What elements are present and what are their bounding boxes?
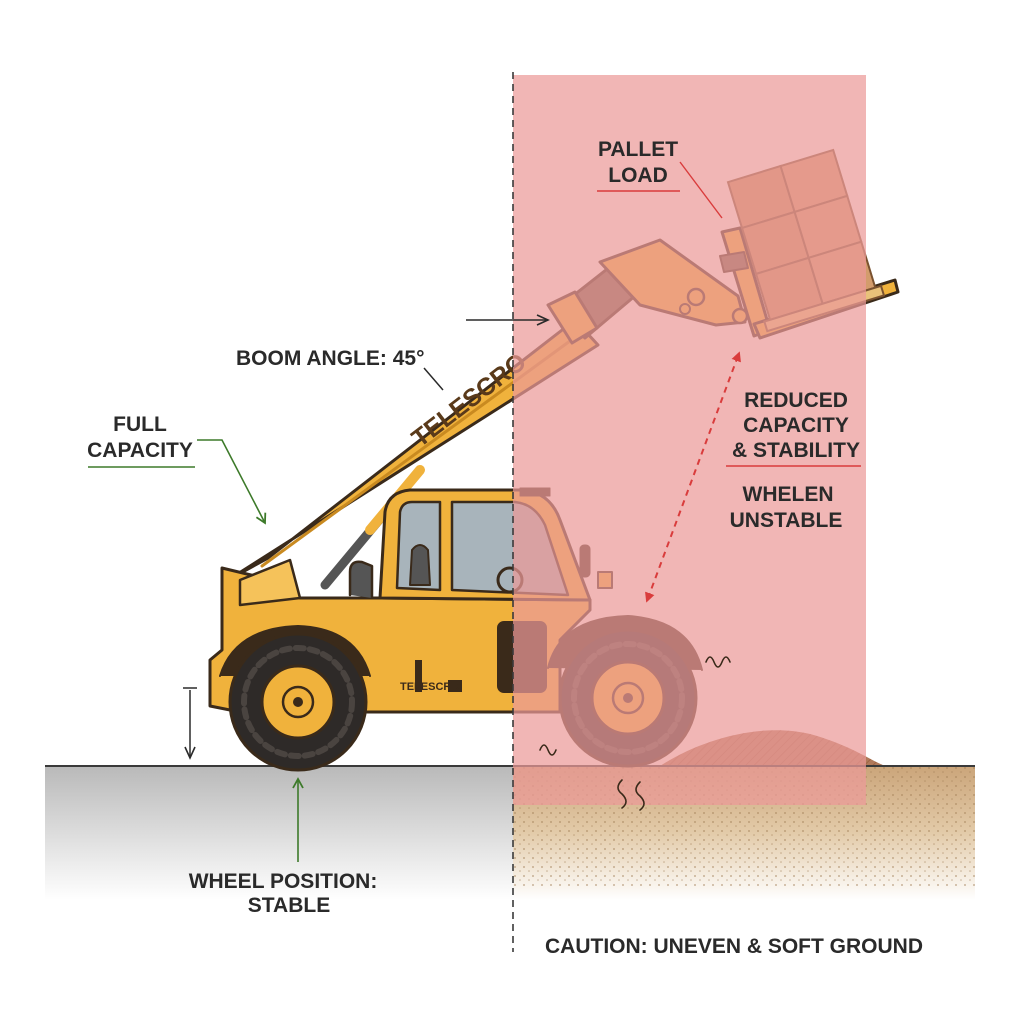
boom-angle-annotation: BOOM ANGLE: 45° xyxy=(236,314,550,391)
unstable-annotation: WHELEN UNSTABLE xyxy=(730,483,843,532)
boom-angle-label: BOOM ANGLE: 45° xyxy=(236,347,424,370)
squiggle-icon xyxy=(539,656,731,811)
unstable-label-line2: UNSTABLE xyxy=(730,509,843,532)
stable-ground xyxy=(45,766,513,900)
reduced-capacity-label-line3: & STABILITY xyxy=(732,439,860,462)
unstable-label-line1: WHELEN xyxy=(743,483,834,506)
pallet-load-label-line1: PALLET xyxy=(598,138,678,161)
arrow-icon xyxy=(197,439,267,525)
body-brand: TELESCRO xyxy=(400,681,460,693)
reduced-capacity-annotation: REDUCED CAPACITY & STABILITY xyxy=(726,389,861,467)
caution-label: CAUTION: UNEVEN & SOFT GROUND xyxy=(545,935,923,958)
pallet-load-annotation: PALLET LOAD xyxy=(597,138,723,219)
reduced-capacity-label-line1: REDUCED xyxy=(744,389,848,412)
full-capacity-label-line2: CAPACITY xyxy=(87,439,193,462)
rear-wheel xyxy=(228,632,368,772)
exhaust-pipe xyxy=(348,560,374,600)
pallet-load-label-line2: LOAD xyxy=(608,164,668,187)
full-capacity-label-line1: FULL xyxy=(113,413,167,436)
reduced-capacity-label-line2: CAPACITY xyxy=(743,414,849,437)
full-capacity-annotation: FULL CAPACITY xyxy=(87,413,267,525)
wheel-position-annotation: WHEEL POSITION: STABLE xyxy=(183,687,378,917)
wheel-position-label-line1: WHEEL POSITION: xyxy=(189,870,378,893)
wheel-position-label-line2: STABLE xyxy=(248,894,330,917)
